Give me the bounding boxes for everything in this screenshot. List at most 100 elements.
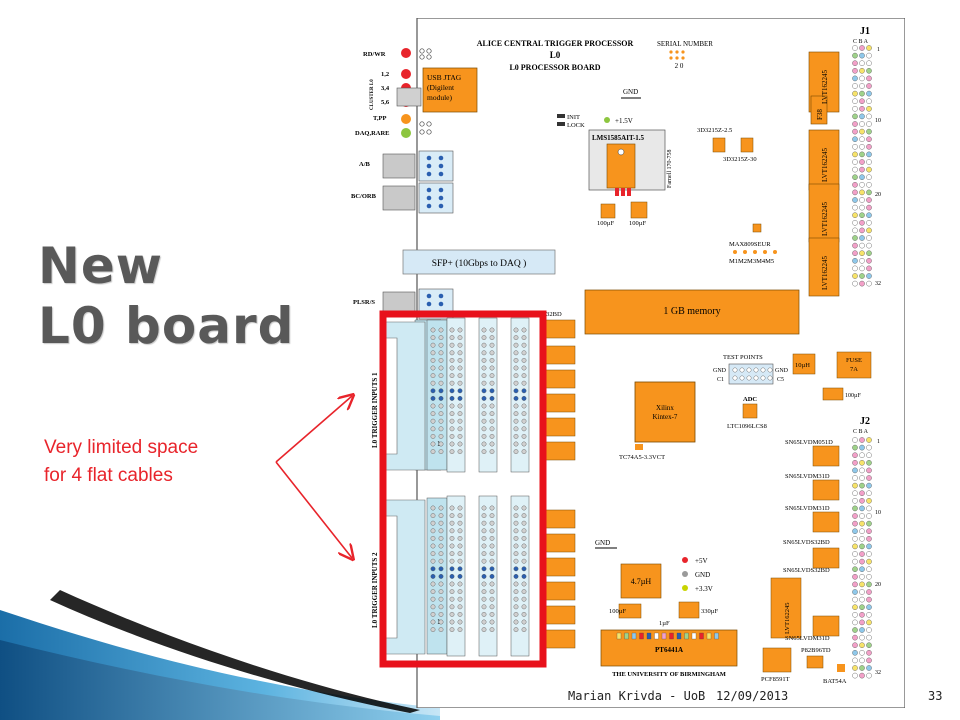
connector-pin [852, 113, 858, 120]
pcf8591-chip [762, 647, 792, 673]
connector-pin [859, 619, 865, 626]
trigger-pin [481, 505, 487, 511]
trigger-pin [430, 403, 436, 409]
connector-pin [852, 227, 858, 234]
trigger-pin [449, 449, 455, 454]
tp-gnd-right: GND [775, 368, 789, 374]
trigger-pin [457, 566, 463, 572]
label-bc-orb: BC/ORB [351, 193, 377, 200]
connector-pin [859, 437, 865, 443]
connector-pin [852, 68, 858, 74]
trigger-inputs-1-label: L0 TRIGGER INPUTS 1 [371, 372, 379, 448]
trigger-pin [457, 426, 463, 432]
trigger-pin [438, 536, 444, 541]
connector-pin [859, 650, 865, 656]
trigger-pin [489, 627, 495, 632]
connector-pin [852, 619, 858, 626]
trigger-pin [430, 520, 436, 526]
trigger-pin [457, 589, 463, 594]
trigger-pin [449, 350, 455, 356]
trigger-pin [513, 528, 519, 534]
trigger-pin [521, 441, 527, 447]
trigger-pin [489, 395, 495, 401]
trigger-pin [489, 543, 495, 549]
trigger-pin [438, 350, 444, 356]
connector-pin [866, 106, 872, 112]
trigger-pin [430, 513, 436, 518]
test-point-pin [753, 367, 759, 373]
trigger-pin [430, 449, 436, 454]
trigger-pin [438, 589, 444, 594]
trigger-pin [521, 357, 527, 363]
trigger-pin [449, 513, 455, 518]
trigger-pin [489, 604, 495, 610]
trigger-pin [481, 627, 487, 632]
fuse-label-2: 7A [850, 366, 858, 373]
trigger-pin [457, 505, 463, 511]
connector-pin [866, 235, 872, 241]
connector-pin [866, 657, 872, 664]
trigger-pin [481, 449, 487, 454]
trigger-pin [438, 433, 444, 439]
connector-pin [852, 596, 858, 603]
gnd-label-mid: GND [595, 539, 610, 547]
usb-jtag-label-1: USB JTAG [427, 73, 462, 82]
sn65-chip [542, 345, 576, 365]
connector-pin [866, 558, 872, 565]
j1-label: J1 [860, 26, 870, 37]
trigger-pin [489, 433, 495, 439]
usb-jtag-label-3: module) [427, 93, 452, 102]
trigger-pin [449, 604, 455, 610]
connector-pin [866, 543, 872, 550]
m-labels: M1M2M3M4M5 [729, 258, 774, 265]
connector-pin [852, 672, 858, 679]
connector-pin [866, 596, 872, 603]
connector-pin [859, 520, 865, 527]
label-56: 5,6 [381, 99, 390, 106]
cap-100uf-label-4: 100µF [609, 608, 626, 615]
trigger-pin [481, 411, 487, 416]
trigger-pin [521, 520, 527, 526]
trigger-pin [489, 513, 495, 518]
trigger-pin [481, 558, 487, 564]
left-labels: RD/WR 1,2 3,4 5,6 T,PP DAQ,RARE A/B BC/O… [351, 51, 390, 306]
connector-pin [859, 189, 865, 196]
trigger-pin [438, 411, 444, 416]
connector-pin [866, 75, 872, 82]
xilinx-label-2: Kintex-7 [653, 413, 678, 421]
trigger-pin [430, 589, 436, 594]
connector-pin [852, 83, 858, 89]
connector-pin [852, 627, 858, 633]
test-point-pin [739, 367, 745, 373]
connector-pin [859, 212, 865, 218]
adc-label: ADC [743, 396, 757, 403]
trigger-pin [481, 395, 487, 401]
j2-num-10: 10 [875, 510, 881, 516]
connector-pin [859, 144, 865, 150]
lvt-chip-5: LVT162245 [784, 602, 791, 634]
trigger-pin [481, 551, 487, 556]
trigger-pin [521, 589, 527, 594]
j1-cba: C B A [853, 39, 869, 45]
trigger-pin [481, 596, 487, 602]
connector-pin [852, 657, 858, 664]
pt6441a-pin [616, 632, 622, 640]
trigger-pin [449, 433, 455, 439]
connector-pin [859, 467, 865, 474]
trigger-pin [521, 350, 527, 356]
fuse-block [836, 351, 872, 379]
connector-pin [852, 98, 858, 104]
trigger-pin [489, 581, 495, 587]
cap-100uf-label-2: 100µF [629, 220, 646, 227]
trigger-pin [521, 619, 527, 625]
annotation-arrows [275, 380, 380, 580]
trigger-pin [481, 520, 487, 526]
connector-pin [852, 574, 858, 580]
trigger-pin [449, 543, 455, 549]
trigger-pin [457, 520, 463, 526]
test-points-header [728, 363, 774, 385]
trigger-pin [430, 426, 436, 432]
trigger-pin [489, 357, 495, 363]
connector-pin [866, 566, 872, 573]
power-leds [682, 557, 688, 591]
